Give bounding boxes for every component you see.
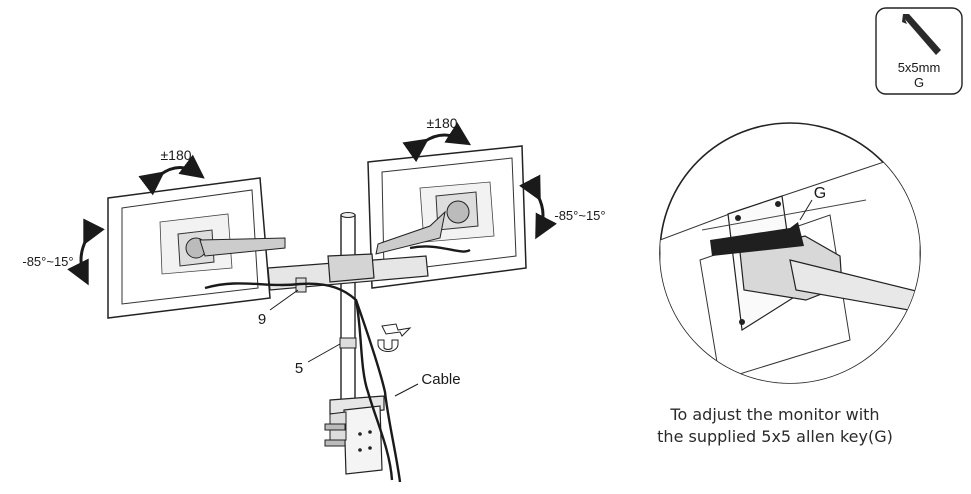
caption-line-1: To adjust the monitor with	[670, 405, 880, 424]
left-rotation-label: ±180	[160, 147, 191, 163]
detail-view: G	[659, 122, 921, 384]
right-monitor	[367, 145, 527, 289]
callout-9: 9	[258, 311, 266, 328]
right-rotation-label: ±180	[426, 115, 457, 131]
allen-key-box: 5x5mm G	[875, 7, 963, 95]
rotation-arrows	[67, 122, 557, 286]
left-monitor	[107, 177, 286, 319]
right-tilt-label: -85°~15°	[554, 208, 605, 223]
instruction-caption: To adjust the monitor with the supplied …	[640, 404, 910, 448]
cable-clip	[377, 323, 412, 352]
desk-clamp	[324, 395, 385, 475]
tool-letter-label: G	[914, 75, 924, 90]
left-tilt-label: -85°~15°	[22, 254, 73, 269]
mount-pole	[267, 212, 429, 414]
callout-5: 5	[295, 360, 303, 377]
detail-key-label: G	[814, 185, 826, 202]
callout-cable: Cable	[421, 371, 460, 388]
tool-size-label: 5x5mm	[898, 60, 941, 75]
leader-lines	[269, 289, 419, 397]
cables	[204, 245, 471, 483]
caption-line-2: the supplied 5x5 allen key(G)	[657, 427, 893, 446]
